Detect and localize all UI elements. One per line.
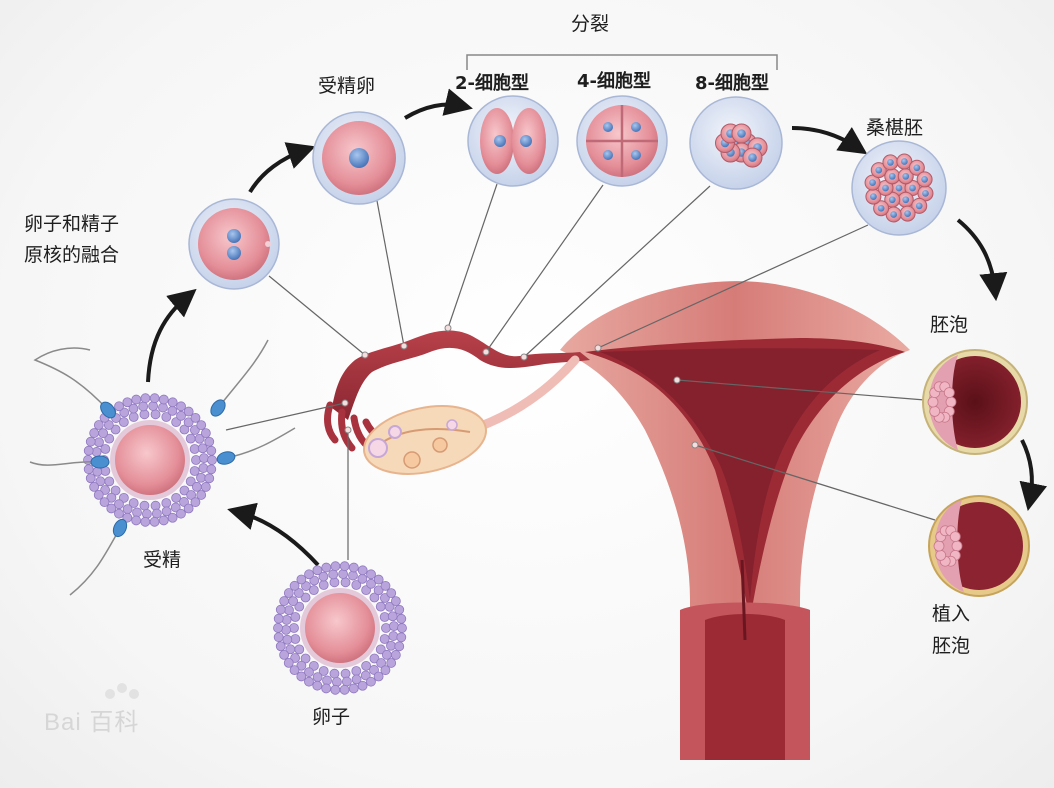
cell-pronuclei-fusion (188, 198, 280, 290)
label-eight-cell: 8-细胞型 (695, 73, 769, 94)
connector-lines (225, 183, 936, 560)
arrow-eight-cell-to-morula (791, 126, 868, 155)
label-pronuclei-fusion-1: 卵子和精子 (24, 213, 120, 235)
label-two-cell: 2-细胞型 (455, 73, 529, 94)
label-fertilized-egg: 受精卵 (318, 75, 376, 97)
cell-implanted-blastocyst (928, 495, 1030, 597)
arrow-fertilization-to-fusion (146, 288, 197, 383)
cell-two-cell (467, 95, 559, 187)
watermark: Bai 百科 (44, 709, 140, 736)
arrow-blastocyst-to-implanted (1019, 439, 1048, 511)
connector-dots (341, 324, 699, 449)
label-fertilization: 受精 (143, 549, 182, 571)
label-morula: 桑椹胚 (866, 117, 924, 139)
watermark-paw-icon (105, 683, 139, 699)
label-implanted-1: 植入 (932, 603, 971, 625)
label-blastocyst: 胚泡 (930, 314, 969, 336)
cell-blastocyst (922, 349, 1028, 455)
arrow-zygote-to-two-cell (403, 88, 473, 120)
cell-morula (851, 140, 947, 236)
cell-eight-cell (689, 96, 783, 190)
division-bracket (466, 54, 778, 70)
label-implanted-2: 胚泡 (932, 635, 971, 657)
cell-fertilization (29, 339, 296, 596)
uterus (560, 281, 910, 760)
label-egg: 卵子 (312, 706, 351, 728)
arrow-morula-to-blastocyst (956, 218, 1008, 302)
label-division: 分裂 (571, 13, 610, 35)
cell-four-cell (576, 95, 668, 187)
ovary (362, 405, 488, 475)
cell-egg (273, 561, 407, 695)
flow-arrows (146, 88, 1048, 567)
arrow-egg-to-fertilization (227, 502, 320, 567)
cell-zygote (312, 111, 406, 205)
label-four-cell: 4-细胞型 (577, 71, 651, 92)
label-pronuclei-fusion-2: 原核的融合 (24, 244, 120, 266)
arrow-fusion-to-zygote (248, 142, 316, 194)
